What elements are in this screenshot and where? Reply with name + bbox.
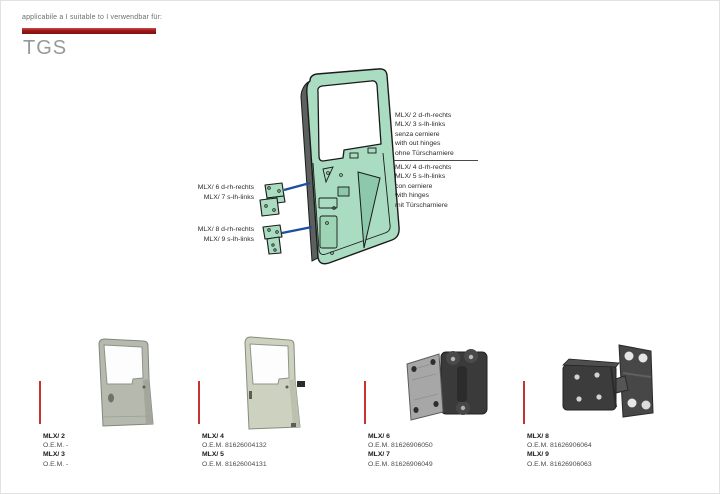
door-hole bbox=[332, 206, 336, 210]
part-ref: MLX/ 3 s-lh-links bbox=[395, 121, 446, 129]
door-primer-photo bbox=[98, 338, 154, 427]
product-text-block: MLX/ 8 O.E.M. 81626906064 MLX/ 9 O.E.M. … bbox=[527, 432, 592, 469]
part-code: MLX/ 3 bbox=[43, 451, 65, 459]
applicability-note: applicabile a I suitable to I verwendbar… bbox=[22, 14, 163, 21]
door-recess-rect-small bbox=[318, 197, 338, 209]
door-recess-triangle bbox=[357, 171, 381, 249]
product-text-block: MLX/ 6 O.E.M. 81626906050 MLX/ 7 O.E.M. … bbox=[368, 432, 433, 469]
door-window bbox=[317, 80, 382, 162]
door-hinge-photo-a bbox=[406, 349, 488, 421]
door-recess-rect-large bbox=[319, 215, 338, 249]
part-code: MLX/ 9 bbox=[527, 451, 549, 459]
door-hole bbox=[330, 251, 334, 255]
door-lock-box bbox=[337, 186, 350, 197]
pointer-line-upper-hinge bbox=[283, 181, 311, 192]
oem-number: O.E.M. 81626906063 bbox=[527, 460, 592, 468]
door-tab-2 bbox=[367, 147, 377, 154]
product-divider-line bbox=[523, 381, 525, 424]
page-title-model: TGS bbox=[23, 37, 68, 59]
door-tab-1 bbox=[349, 152, 359, 159]
part-code: MLX/ 4 bbox=[202, 433, 224, 440]
part-code: MLX/ 5 bbox=[202, 451, 224, 459]
label-upper-hinge: MLX/ 6 d-rh-rechts MLX/ 7 s-lh-links bbox=[184, 183, 254, 202]
variant-note: con cerniere bbox=[395, 182, 433, 190]
label-lower-hinge: MLX/ 8 d-rh-rechts MLX/ 9 s-lh-links bbox=[184, 225, 254, 244]
part-ref: MLX/ 5 s-lh-links bbox=[395, 173, 446, 181]
product-divider-line bbox=[198, 381, 200, 424]
oem-number: O.E.M. 81626004132 bbox=[202, 442, 267, 450]
product-divider-line bbox=[364, 381, 366, 424]
oem-number: O.E.M. 81626906050 bbox=[368, 442, 433, 450]
variant-note: senza cerniere bbox=[395, 130, 440, 138]
part-ref: MLX/ 2 d-rh-rechts bbox=[395, 112, 452, 119]
part-code: MLX/ 7 bbox=[368, 451, 390, 459]
product-section-door-with-hinges: MLX/ 4 O.E.M. 81626004132 MLX/ 5 O.E.M. … bbox=[198, 335, 358, 475]
variant-note: with out hinges bbox=[395, 140, 441, 148]
product-section-hinge-a: MLX/ 6 O.E.M. 81626906050 MLX/ 7 O.E.M. … bbox=[364, 335, 524, 475]
upper-hinge-illustration bbox=[259, 182, 286, 217]
part-ref: MLX/ 4 d-rh-rechts bbox=[395, 164, 452, 172]
lower-hinge-illustration bbox=[262, 224, 283, 255]
product-section-hinge-b: MLX/ 8 O.E.M. 81626906064 MLX/ 9 O.E.M. … bbox=[523, 335, 683, 475]
product-text-block: MLX/ 4 O.E.M. 81626004132 MLX/ 5 O.E.M. … bbox=[202, 432, 267, 469]
product-text-block: MLX/ 2 O.E.M. - MLX/ 3 O.E.M. - bbox=[43, 432, 68, 469]
part-ref: MLX/ 6 d-rh-rechts bbox=[197, 184, 254, 191]
door-assembly-diagram bbox=[259, 68, 400, 265]
door-hole bbox=[339, 173, 343, 177]
variant-note: with hinges bbox=[395, 192, 430, 200]
oem-number: O.E.M. - bbox=[43, 460, 69, 468]
product-section-door-no-hinges: MLX/ 2 O.E.M. - MLX/ 3 O.E.M. - bbox=[39, 335, 199, 475]
variant-note: ohne Türscharniere bbox=[395, 149, 454, 157]
door-light-photo bbox=[244, 336, 305, 430]
part-ref: MLX/ 8 d-rh-rechts bbox=[197, 226, 254, 233]
header-accent-bar bbox=[22, 28, 156, 34]
door-inner-panel-line bbox=[312, 152, 391, 255]
part-code: MLX/ 6 bbox=[368, 433, 390, 440]
door-hole bbox=[326, 171, 330, 175]
door-hole bbox=[325, 221, 329, 225]
part-code: MLX/ 8 bbox=[527, 433, 549, 440]
part-ref: MLX/ 9 s-lh-links bbox=[203, 235, 254, 243]
label-door-variants: MLX/ 2 d-rh-rechts MLX/ 3 s-lh-links sen… bbox=[394, 111, 481, 210]
part-ref: MLX/ 7 s-lh-links bbox=[203, 193, 254, 201]
product-divider-line bbox=[39, 381, 41, 424]
label-separator-line bbox=[394, 160, 478, 162]
oem-number: O.E.M. 81626906049 bbox=[368, 460, 433, 468]
oem-number: O.E.M. 81626004131 bbox=[202, 460, 267, 468]
part-code: MLX/ 2 bbox=[43, 433, 65, 440]
variant-note: mit Türscharniere bbox=[395, 201, 448, 209]
oem-number: O.E.M. 81626906064 bbox=[527, 442, 592, 450]
oem-number: O.E.M. - bbox=[43, 442, 69, 450]
door-hinge-photo-b bbox=[562, 344, 654, 418]
pointer-line-lower-hinge bbox=[281, 225, 313, 235]
